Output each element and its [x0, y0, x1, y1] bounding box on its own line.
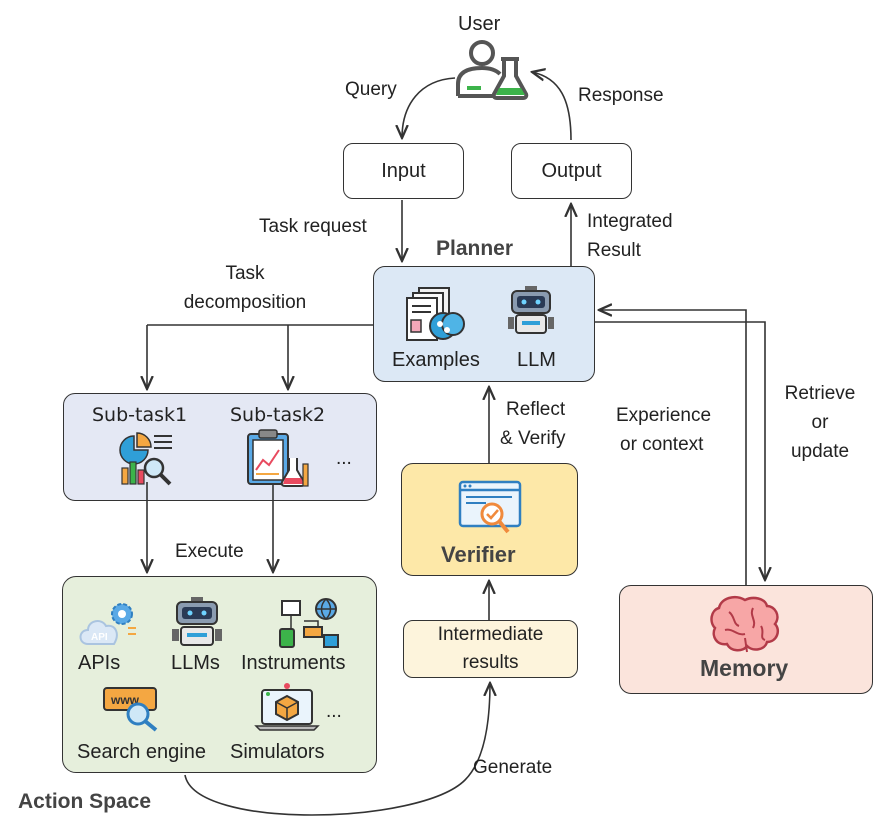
planner-title: Planner	[436, 237, 514, 260]
intermediate-box	[403, 620, 578, 678]
intermediate-line-1: Intermediate	[437, 624, 544, 645]
input-label: Input	[381, 159, 426, 182]
llms-robot-icon	[172, 597, 222, 646]
experience-context-label-1: Experience	[616, 405, 712, 426]
integrated-result-label-2: Result	[587, 240, 641, 261]
reflect-verify-label-2: & Verify	[500, 428, 566, 449]
generate-label: Generate	[473, 757, 553, 778]
retrieve-update-label-3: update	[790, 441, 850, 462]
action-space-title: Action Space	[18, 790, 152, 813]
user-label: User	[458, 13, 501, 35]
brain-icon	[710, 596, 779, 653]
llm-robot-icon	[508, 286, 554, 334]
subtask-more: ...	[336, 448, 352, 469]
planner-item-examples: Examples	[392, 349, 480, 371]
verify-screen-icon	[458, 480, 522, 534]
retrieve-update-label-1: Retrieve	[784, 383, 856, 404]
instruments-network-icon	[279, 598, 339, 648]
action-more: ...	[326, 701, 342, 722]
memory-to-planner-arrow	[599, 310, 747, 585]
svg-text:www: www	[110, 693, 140, 707]
simulators-laptop-icon	[254, 683, 320, 731]
verifier-title: Verifier	[441, 542, 516, 567]
task-request-label: Task request	[259, 216, 367, 237]
retrieve-update-label-2: or	[811, 412, 829, 433]
user-flask-icon	[456, 40, 529, 100]
clipboard-lab-icon	[247, 429, 309, 487]
action-item-search-engine: Search engine	[77, 741, 206, 763]
output-box: Output	[511, 143, 632, 199]
query-arrow	[402, 77, 456, 138]
planner-item-llm: LLM	[517, 349, 556, 371]
subtask-box	[63, 393, 377, 501]
experience-context-label-2: or context	[620, 434, 704, 455]
action-item-instruments: Instruments	[241, 652, 346, 674]
task-decomposition-label-2: decomposition	[183, 292, 307, 313]
subtask-2-label: Sub-task2	[230, 404, 326, 426]
integrated-result-label-1: Integrated	[587, 211, 673, 232]
action-item-apis: APIs	[78, 652, 121, 674]
subtask-1-label: Sub-task1	[92, 404, 188, 426]
response-label: Response	[578, 85, 664, 106]
reflect-verify-label-1: Reflect	[506, 399, 566, 420]
generate-arrow	[184, 683, 490, 816]
analytics-icon	[119, 432, 172, 486]
examples-icon	[406, 287, 465, 341]
task-decomposition-label-1: Task	[225, 263, 265, 284]
query-label: Query	[345, 79, 397, 100]
svg-text:API: API	[91, 632, 108, 643]
input-box: Input	[343, 143, 464, 199]
api-cloud-icon: API	[79, 603, 136, 645]
planner-to-memory-arrow	[595, 321, 765, 580]
action-item-simulators: Simulators	[230, 741, 325, 763]
action-item-llms: LLMs	[171, 652, 220, 674]
response-arrow	[532, 72, 572, 141]
output-label: Output	[541, 159, 602, 182]
intermediate-line-2: results	[462, 652, 519, 673]
search-engine-icon: www	[103, 687, 158, 732]
execute-label: Execute	[175, 541, 244, 562]
memory-title: Memory	[700, 655, 789, 681]
